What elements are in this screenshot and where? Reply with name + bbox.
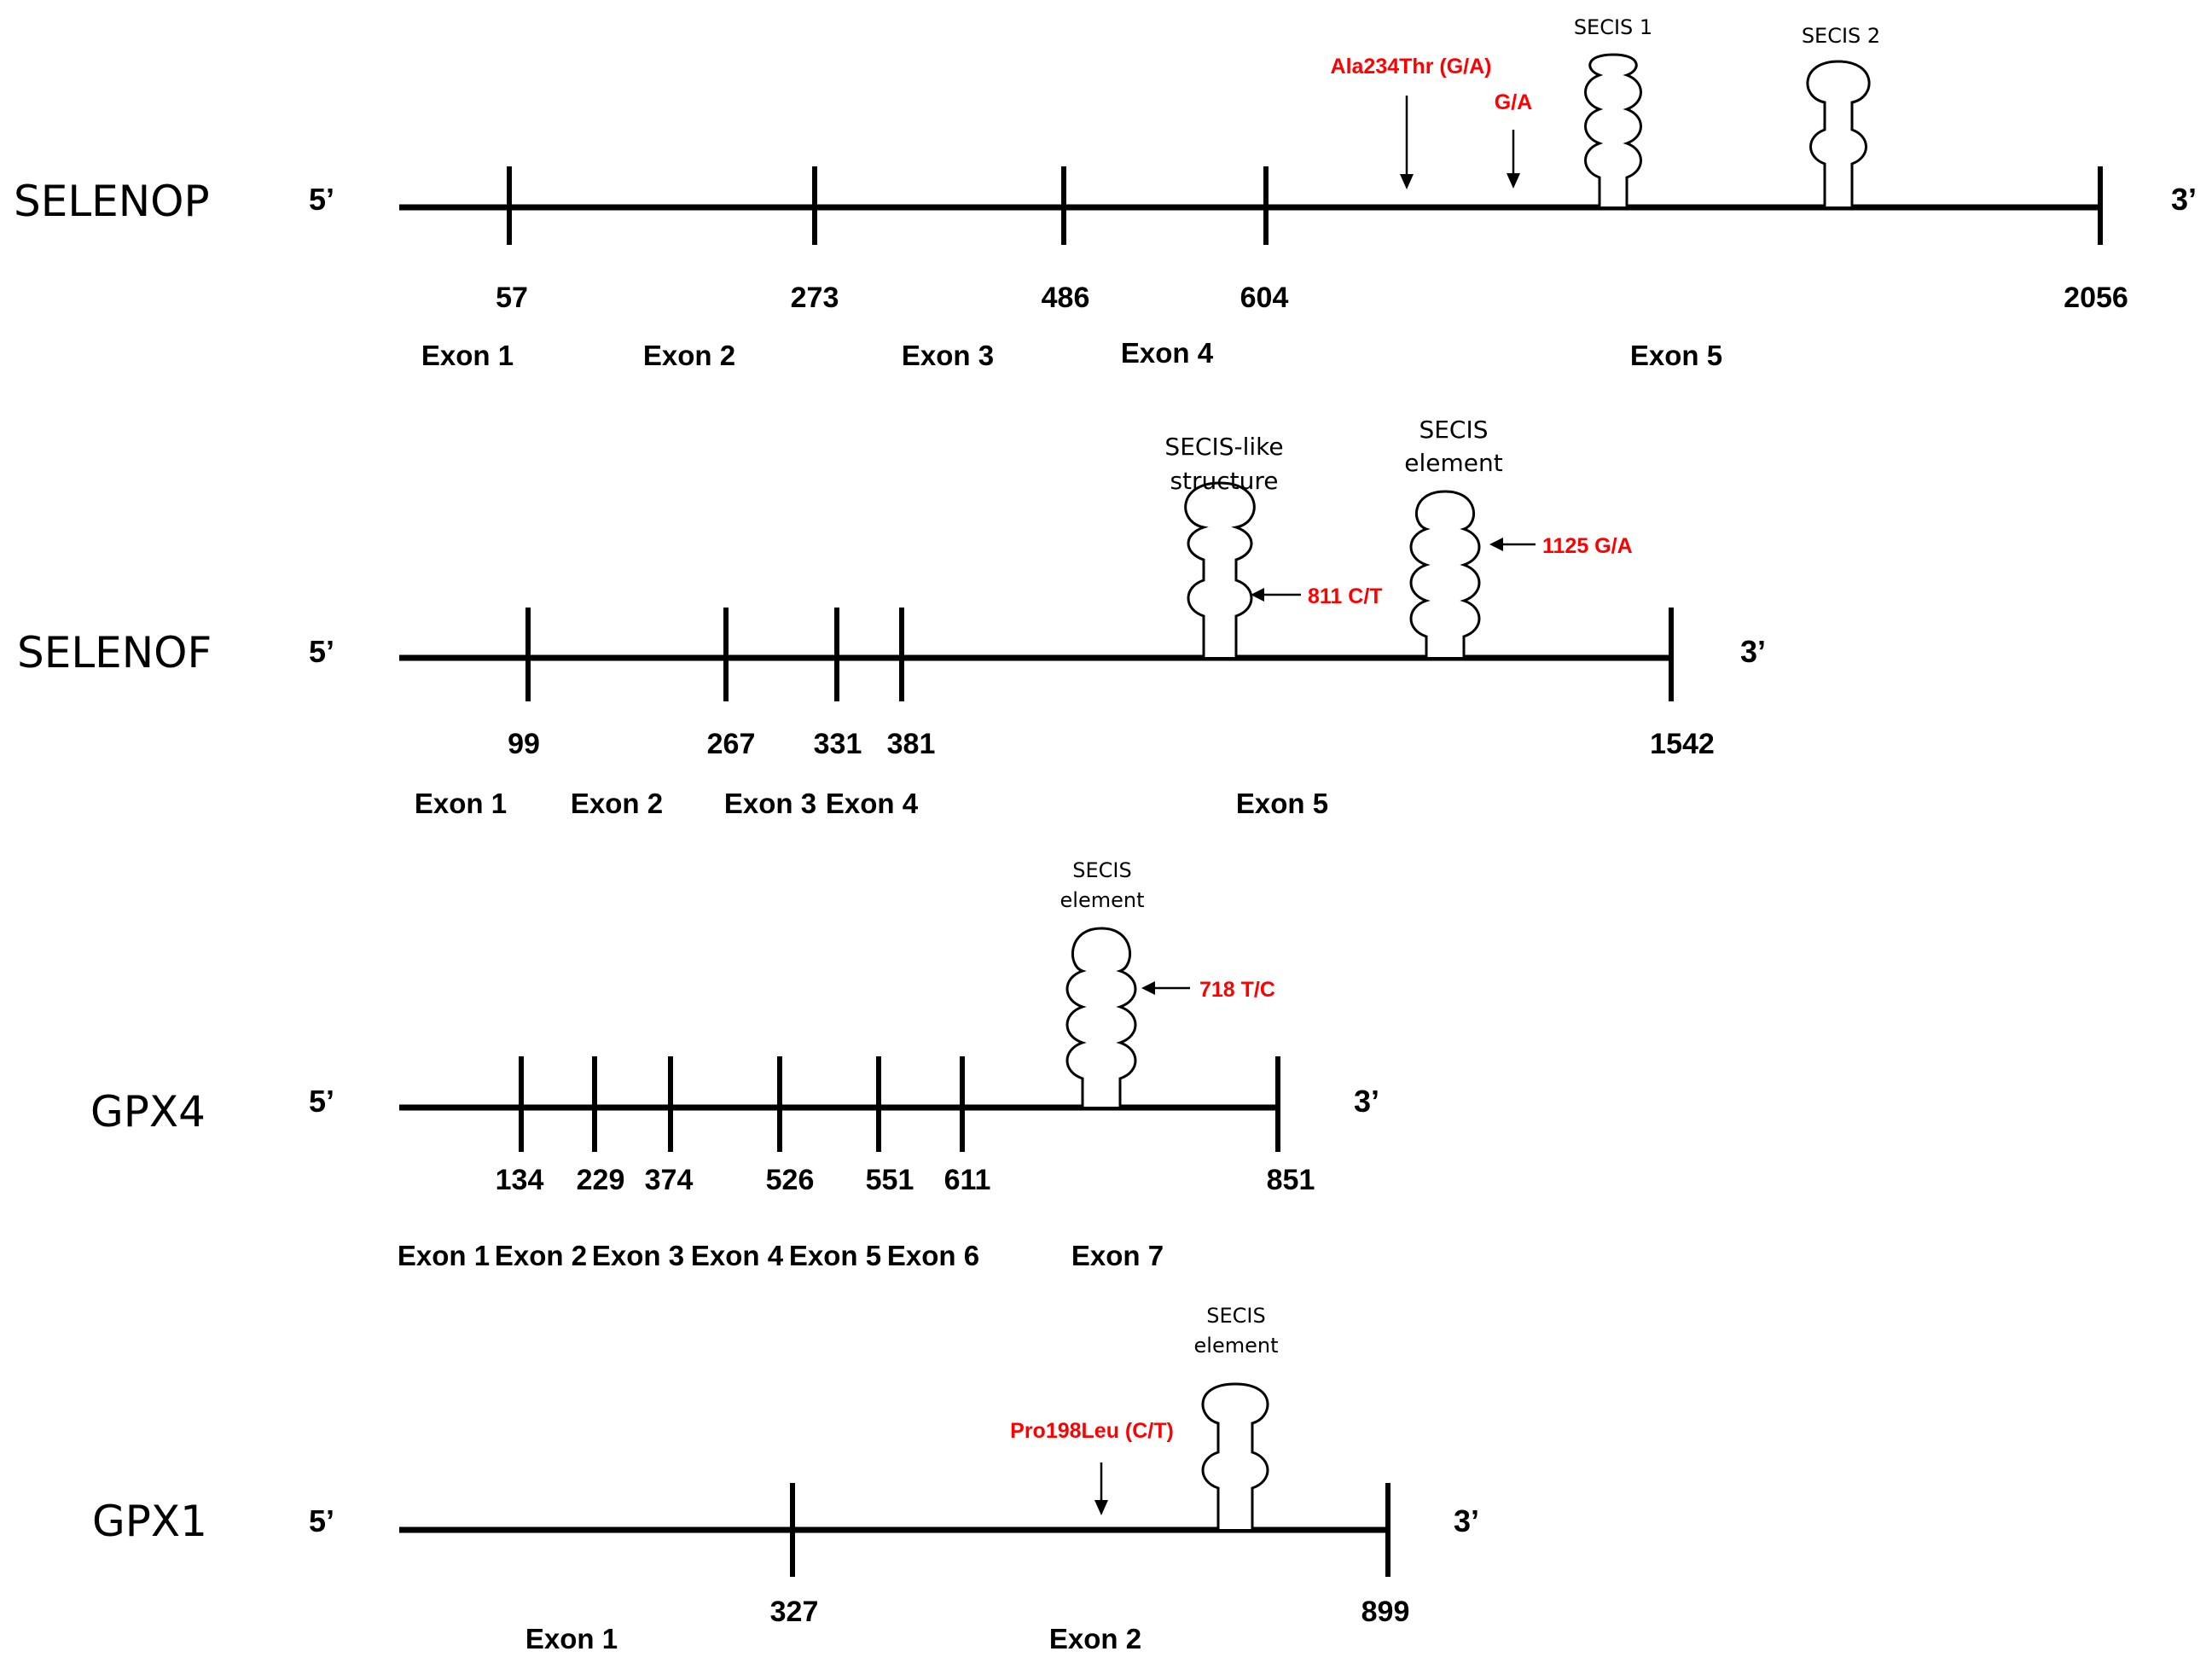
gene-selenof: SELENOF 5’ 3’ 99 267 331 381 1542 Exon 1…: [17, 416, 1766, 819]
five-prime-label: 5’: [309, 1084, 334, 1119]
gene-name: SELENOP: [14, 177, 210, 226]
variant-arrow: [1400, 96, 1414, 189]
position-label: 381: [887, 728, 936, 760]
exon-label: Exon 5: [789, 1240, 881, 1271]
exon-label: Exon 3: [902, 340, 994, 371]
exon-label: Exon 1: [525, 1623, 618, 1654]
position-label: 604: [1240, 282, 1289, 314]
exon-label: Exon 5: [1630, 340, 1722, 371]
position-label: 267: [707, 728, 756, 760]
gene-selenop: SELENOP 5’ 3’ 57 273 486 604 2056 Exon 1…: [14, 15, 2197, 371]
variant-label: 1125 G/A: [1542, 534, 1633, 558]
variant-label: Pro198Leu (C/T): [1010, 1419, 1174, 1443]
position-label: 2056: [2064, 282, 2128, 314]
position-label: 99: [508, 728, 540, 760]
structure-label: SECIS: [1419, 416, 1488, 444]
exon-label: Exon 2: [1049, 1623, 1141, 1654]
variant-label: 718 T/C: [1199, 978, 1275, 1002]
variant-label: G/A: [1495, 90, 1532, 114]
secis-stem-loop: [1201, 1382, 1269, 1529]
exon-label: Exon 2: [571, 788, 663, 819]
five-prime-label: 5’: [309, 1503, 334, 1538]
structure-label: SECIS 1: [1574, 15, 1652, 39]
five-prime-label: 5’: [309, 634, 334, 669]
variant-arrow: [1489, 538, 1536, 551]
variant-label: 811 C/T: [1308, 584, 1383, 608]
variant-arrow: [1507, 130, 1520, 189]
gene-gpx4: GPX4 5’ 3’ 134 229 374 526 551 611 851 E…: [90, 858, 1379, 1271]
structure-label: SECIS: [1206, 1304, 1265, 1328]
exon-label: Exon 1: [415, 788, 507, 819]
secis-like-stem-loop: [1184, 481, 1256, 657]
position-label: 526: [766, 1164, 815, 1196]
variant-arrow: [1141, 981, 1190, 995]
exon-label: Exon 3: [724, 788, 816, 819]
structure-label: element: [1404, 449, 1502, 477]
exon-label: Exon 4: [1121, 337, 1214, 369]
position-label: 486: [1042, 282, 1090, 314]
variant-label: Ala234Thr (G/A): [1331, 55, 1492, 78]
position-label: 551: [866, 1164, 914, 1196]
gene-name: GPX1: [92, 1497, 207, 1546]
position-label: 611: [944, 1164, 991, 1196]
exon-label: Exon 3: [592, 1240, 684, 1271]
position-label: 899: [1361, 1596, 1410, 1628]
exon-label: Exon 1: [421, 340, 514, 371]
variant-arrow: [1251, 588, 1301, 602]
gene-name: SELENOF: [17, 628, 212, 677]
exon-label: Exon 4: [826, 788, 919, 819]
secis-stem-loop: [1409, 490, 1481, 657]
exon-label: Exon 7: [1071, 1240, 1164, 1271]
position-label: 134: [496, 1164, 544, 1196]
secis-stem-loop: [1065, 927, 1137, 1107]
variant-arrow: [1094, 1462, 1108, 1515]
secis-stem-loop: [1584, 53, 1642, 206]
five-prime-label: 5’: [309, 182, 334, 217]
position-label: 851: [1267, 1164, 1315, 1196]
position-label: 374: [645, 1164, 694, 1196]
exon-label: Exon 1: [398, 1240, 490, 1271]
structure-label: SECIS 2: [1802, 24, 1880, 48]
gene-name: GPX4: [90, 1087, 206, 1137]
position-label: 327: [770, 1596, 819, 1628]
structure-label: element: [1194, 1334, 1279, 1358]
three-prime-label: 3’: [2171, 182, 2197, 217]
exon-label: Exon 6: [887, 1240, 979, 1271]
three-prime-label: 3’: [1740, 634, 1766, 669]
position-label: 331: [814, 728, 862, 760]
structure-label: element: [1060, 888, 1145, 912]
position-label: 57: [496, 282, 528, 314]
structure-label: SECIS-like: [1164, 433, 1283, 461]
exon-label: Exon 2: [643, 340, 735, 371]
structure-label: SECIS: [1072, 858, 1131, 882]
gene-gpx1: GPX1 5’ 3’ 327 899 Exon 1 Exon 2 SECIS e…: [92, 1304, 1479, 1654]
secis-stem-loop: [1806, 60, 1871, 206]
three-prime-label: 3’: [1354, 1084, 1379, 1119]
position-label: 273: [791, 282, 839, 314]
exon-label: Exon 4: [691, 1240, 784, 1271]
three-prime-label: 3’: [1454, 1503, 1479, 1538]
position-label: 229: [577, 1164, 625, 1196]
exon-label: Exon 2: [495, 1240, 587, 1271]
position-label: 1542: [1650, 728, 1715, 760]
exon-label: Exon 5: [1236, 788, 1328, 819]
structure-label: structure: [1170, 467, 1278, 495]
